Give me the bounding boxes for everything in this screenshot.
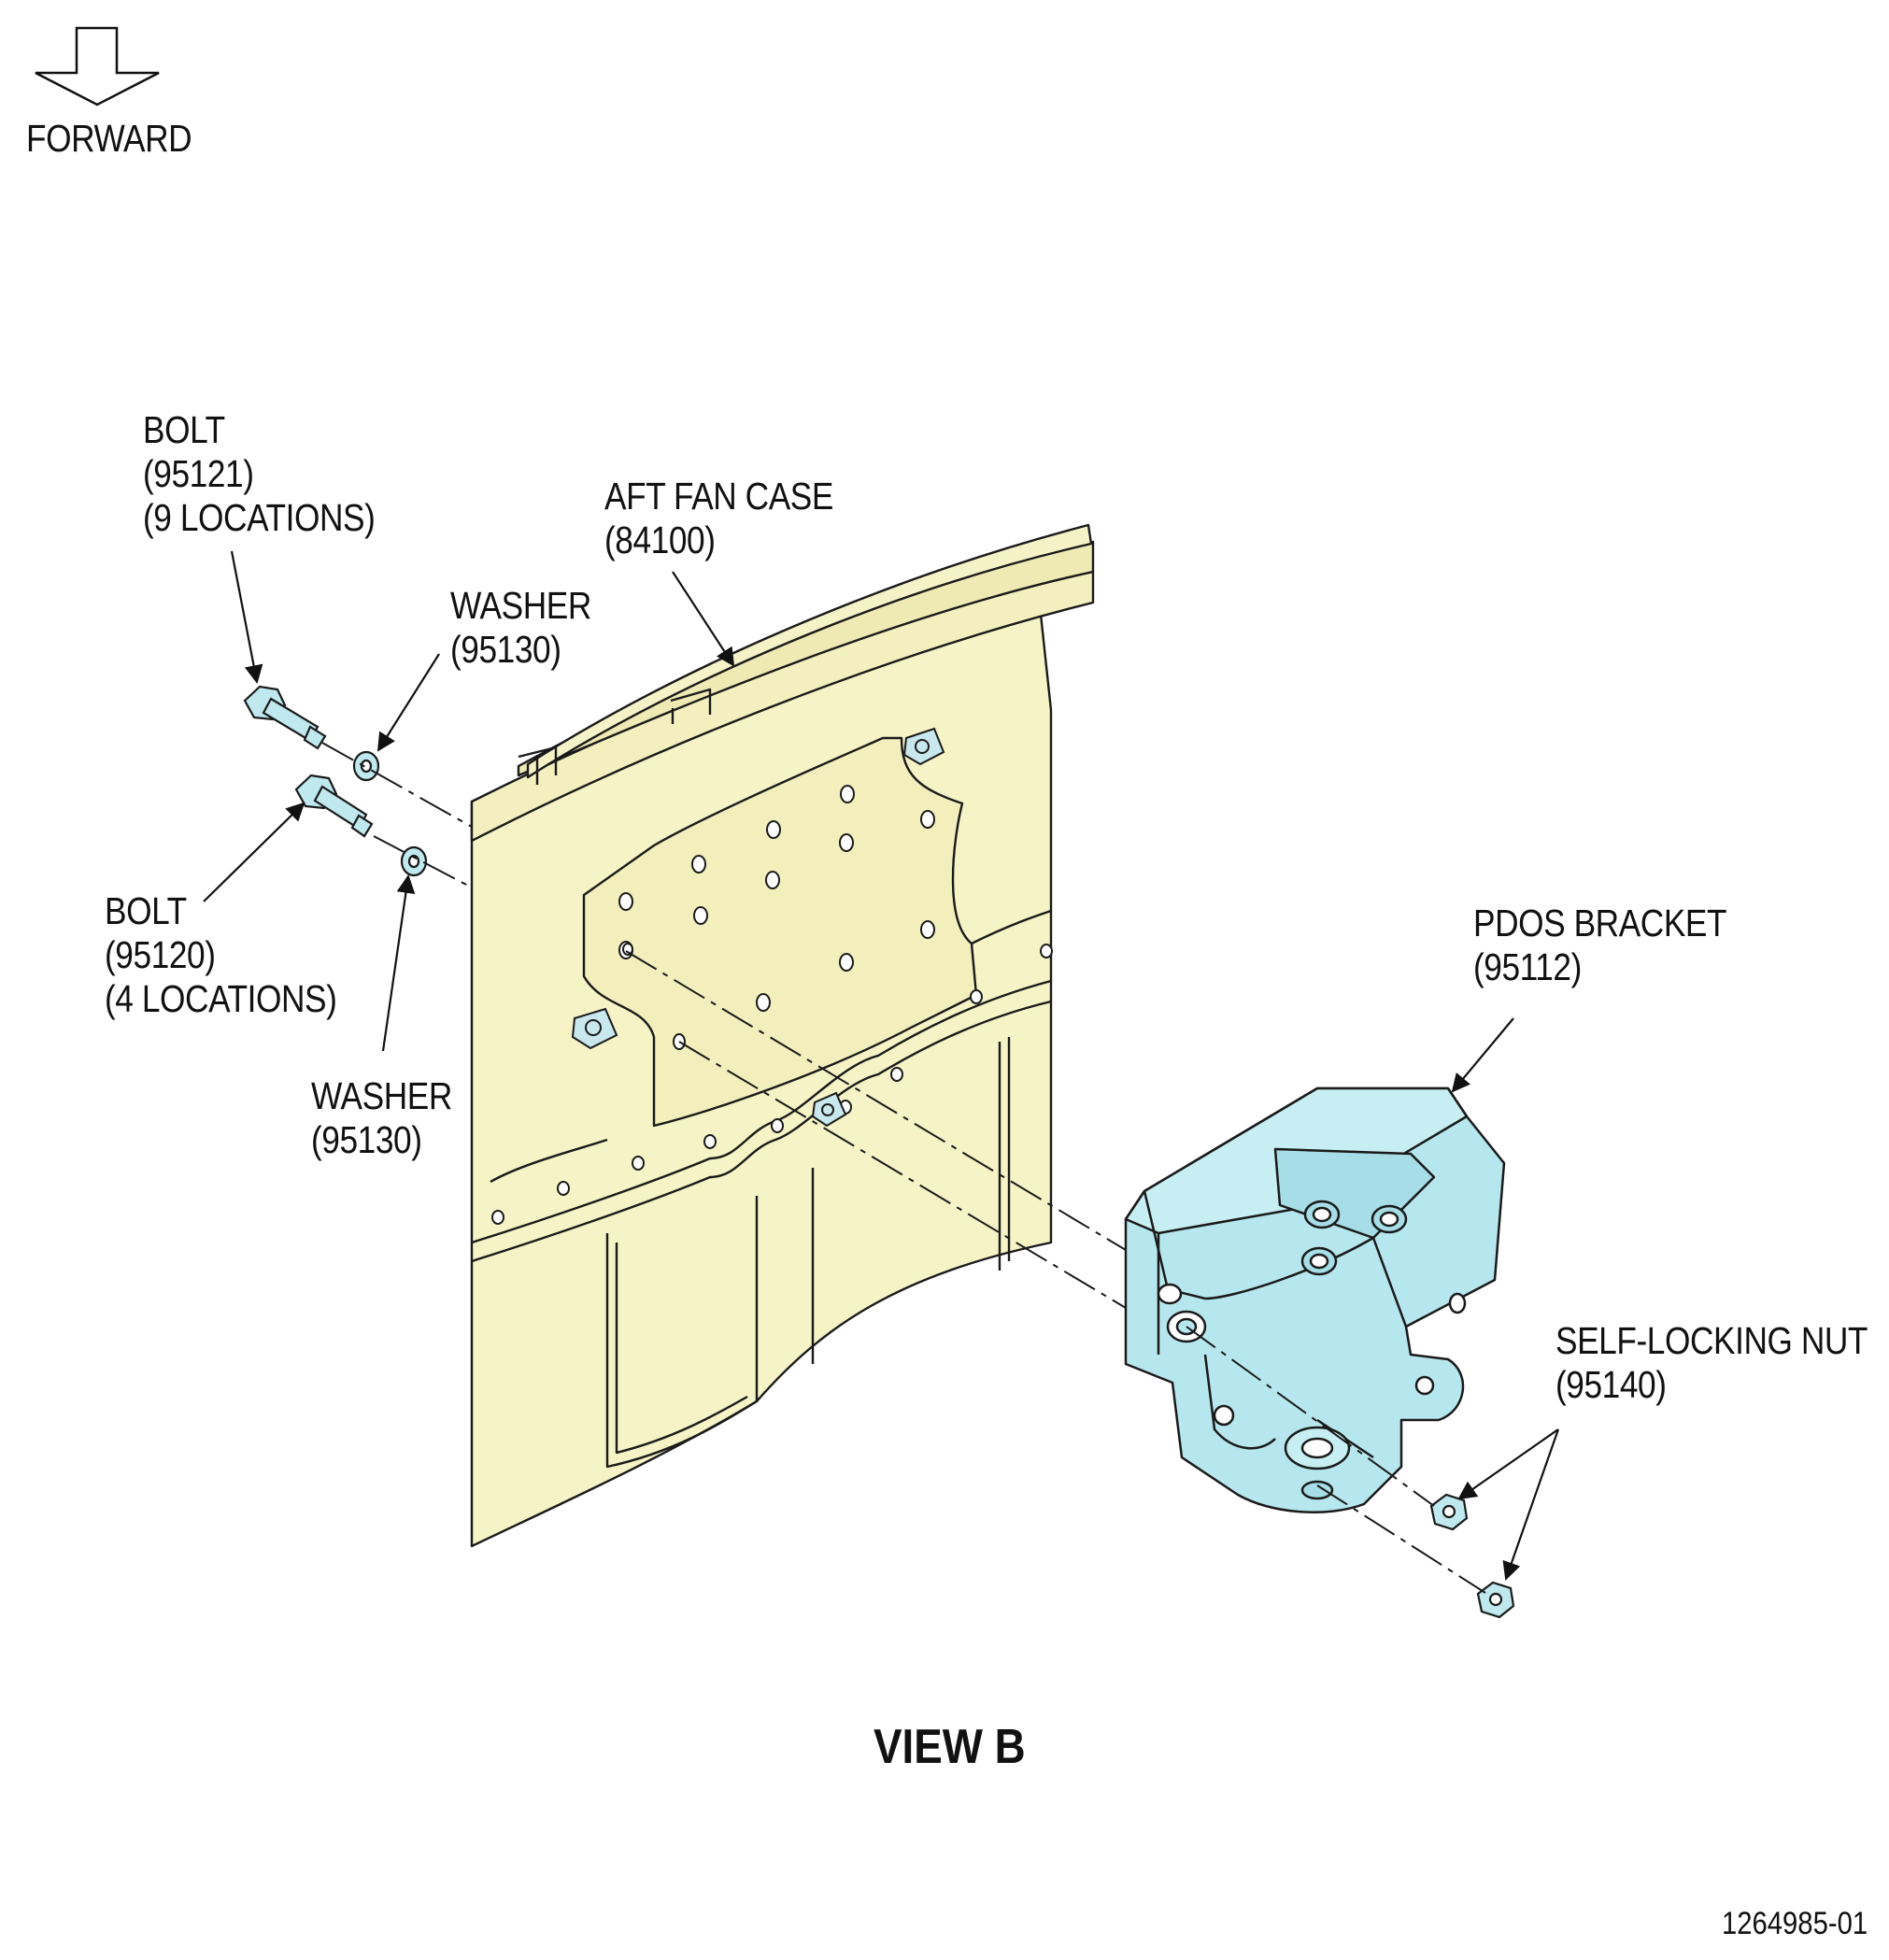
callout-line: SELF-LOCKING NUT [1555,1319,1868,1362]
callout-line: BOLT [143,408,225,451]
self-locking-nut-lower-icon [1476,1581,1515,1619]
leader-lines [203,550,1560,1581]
callout-washer-lower: WASHER (95130) [311,1074,452,1162]
callout-bolt-95120: BOLT (95120) (4 LOCATIONS) [105,889,337,1021]
callout-line: WASHER [311,1074,452,1117]
callout-line: (95130) [311,1118,422,1161]
callout-line: AFT FAN CASE [604,475,833,518]
callout-line: (95112) [1473,945,1582,988]
callout-washer-upper: WASHER (95130) [450,584,591,672]
assembly-centerlines [321,742,1486,1594]
callout-line: (95140) [1555,1363,1667,1406]
callout-line: (95120) [105,933,216,976]
forward-label: FORWARD [26,117,192,161]
self-locking-nut-upper-icon [1429,1493,1469,1531]
callout-pdos-bracket: PDOS BRACKET (95112) [1473,902,1727,989]
fan-case-holes [491,785,1053,1225]
bolt-95121-icon [243,685,327,750]
callout-self-locking-nut: SELF-LOCKING NUT (95140) [1555,1319,1868,1407]
view-title: VIEW B [873,1720,1026,1774]
callout-line: (9 LOCATIONS) [143,496,376,539]
nutplate-icon [571,727,945,1128]
bolt-95120-icon [294,774,374,838]
callout-bolt-95121: BOLT (95121) (9 LOCATIONS) [143,408,376,540]
washer-lower-icon [400,845,428,877]
callout-line: WASHER [450,584,591,627]
callout-line: BOLT [105,889,187,932]
callout-line: (95130) [450,628,561,671]
callout-line: (4 LOCATIONS) [105,977,337,1020]
callout-aft-fan-case: AFT FAN CASE (84100) [604,475,833,562]
callout-line: PDOS BRACKET [1473,902,1727,944]
forward-text: FORWARD [26,117,192,160]
callout-line: (84100) [604,518,716,561]
callout-line: (95121) [143,452,254,495]
figure-number: 1264985-01 [1722,1906,1868,1941]
pdos-bracket [1124,1087,1506,1513]
washer-upper-icon [352,750,380,782]
aft-fan-case [470,523,1095,1548]
forward-arrow-icon [35,26,160,107]
